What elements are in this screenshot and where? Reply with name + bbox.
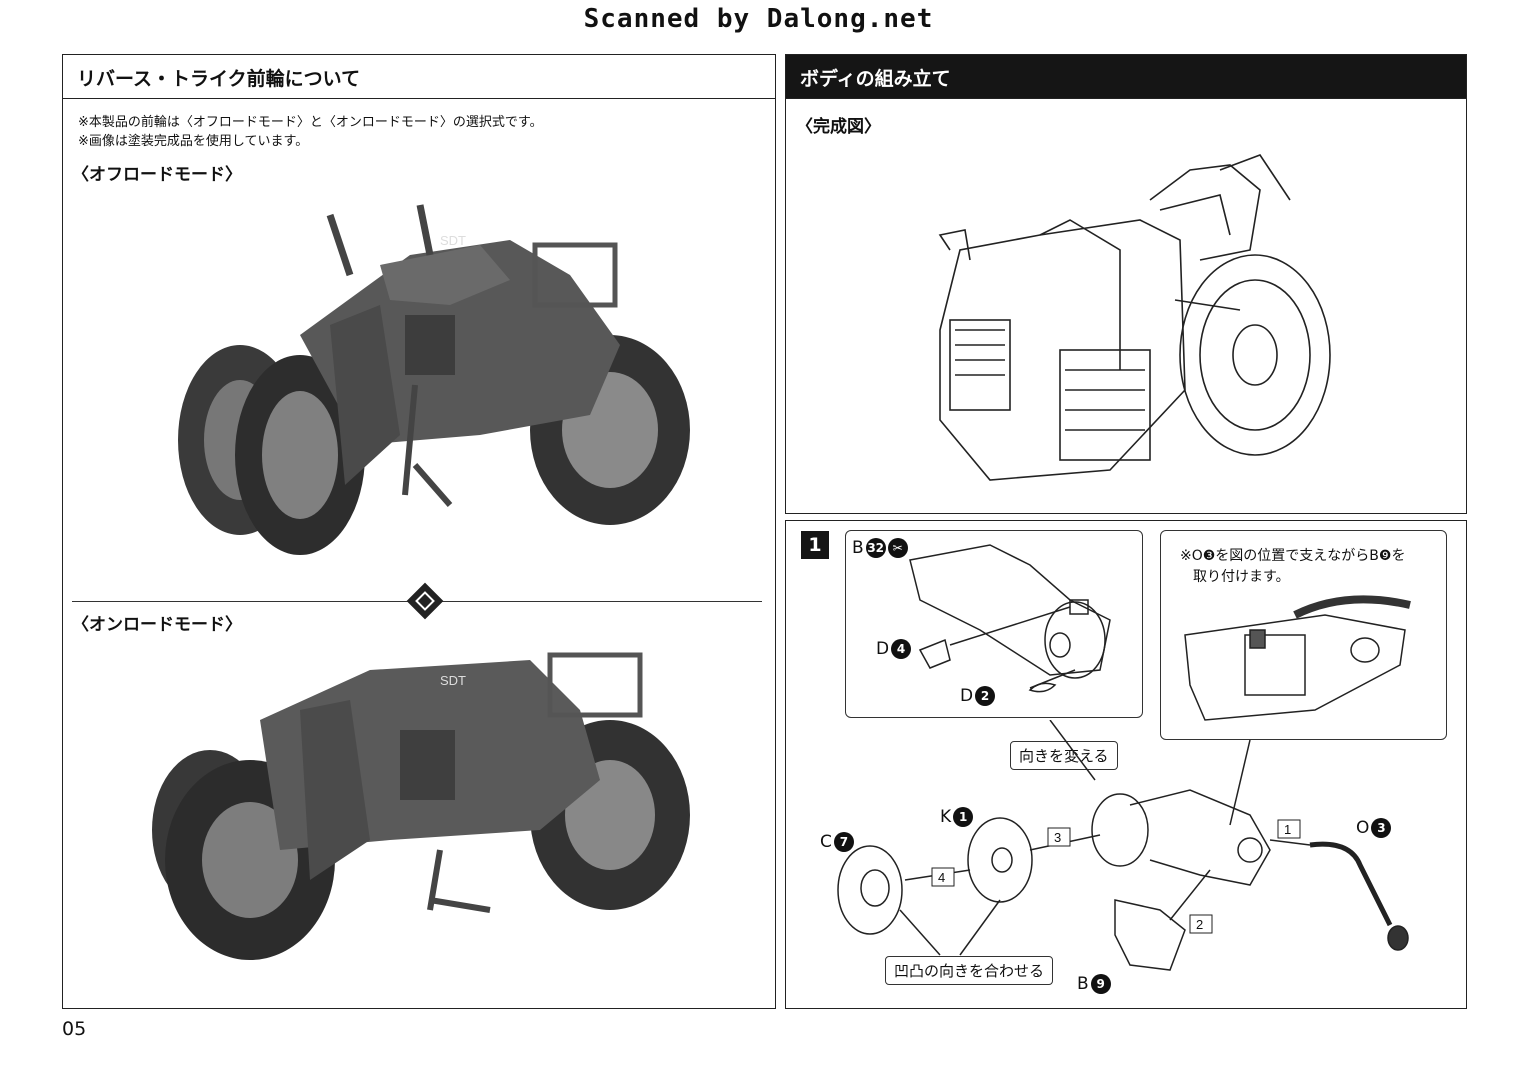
part-b32-letter: B bbox=[852, 538, 864, 558]
note-box-line-1: ※O❸を図の位置で支えながらB❾を bbox=[1180, 548, 1406, 564]
callout-turn-direction: 向きを変える bbox=[1010, 741, 1118, 770]
onroad-sdt-logo: SDT bbox=[440, 673, 466, 688]
offroad-trike-photo: SDT bbox=[150, 185, 710, 560]
part-o3-letter: O bbox=[1356, 818, 1370, 838]
body-assembly-header: ボディの組み立て bbox=[786, 55, 1466, 99]
note-box-line-2: 取り付けます。 bbox=[1193, 569, 1290, 585]
front-wheel-title: リバース・トライク前輪について bbox=[77, 68, 361, 90]
note-painted: ※画像は塗装完成品を使用しています。 bbox=[78, 134, 309, 149]
detail-box bbox=[845, 530, 1143, 718]
part-d2-letter: D bbox=[960, 686, 974, 706]
offroad-sdt-logo: SDT bbox=[440, 233, 466, 248]
assembly-drawing: 1 2 3 4 bbox=[837, 720, 1409, 971]
page-number: 05 bbox=[62, 1018, 87, 1040]
note-box-drawing bbox=[1184, 595, 1411, 721]
part-d4-letter: D bbox=[876, 639, 890, 659]
onroad-trike-photo: SDT bbox=[140, 640, 710, 970]
part-d4-number: 4 bbox=[891, 639, 912, 659]
complete-diagram-label: 〈完成図〉 bbox=[796, 117, 881, 137]
completed-body-line-art bbox=[920, 140, 1340, 490]
cut-part-icon: ✂ bbox=[887, 538, 908, 558]
sequence-step-1: 1 bbox=[1284, 822, 1291, 837]
callout-align-notches: 凹凸の向きを合わせる bbox=[885, 956, 1054, 985]
part-b9-number: 9 bbox=[1090, 974, 1111, 994]
sequence-step-3: 3 bbox=[1054, 830, 1061, 845]
part-b9-letter: B bbox=[1077, 974, 1089, 994]
part-d2-number: 2 bbox=[975, 686, 996, 706]
front-wheel-panel-header: リバース・トライク前輪について bbox=[63, 55, 775, 99]
body-assembly-title: ボディの組み立て bbox=[800, 68, 951, 90]
part-c7-number: 7 bbox=[833, 832, 854, 852]
sequence-step-2: 2 bbox=[1196, 917, 1203, 932]
scan-watermark: Scanned by Dalong.net bbox=[583, 4, 934, 34]
sequence-step-4: 4 bbox=[938, 870, 945, 885]
step-number-badge: 1 bbox=[801, 531, 829, 559]
part-o3-number: 3 bbox=[1371, 818, 1392, 838]
part-k1-number: 1 bbox=[953, 807, 974, 827]
part-c7-letter: C bbox=[820, 832, 832, 852]
offroad-mode-label: 〈オフロードモード〉 bbox=[72, 165, 242, 185]
onroad-mode-label: 〈オンロードモード〉 bbox=[72, 615, 242, 635]
part-b32-number: 32 bbox=[865, 538, 886, 558]
detail-part-drawing bbox=[909, 544, 1111, 693]
part-k1-letter: K bbox=[940, 807, 952, 827]
note-selection: ※本製品の前輪は〈オフロードモード〉と〈オンロードモード〉の選択式です。 bbox=[78, 115, 543, 130]
